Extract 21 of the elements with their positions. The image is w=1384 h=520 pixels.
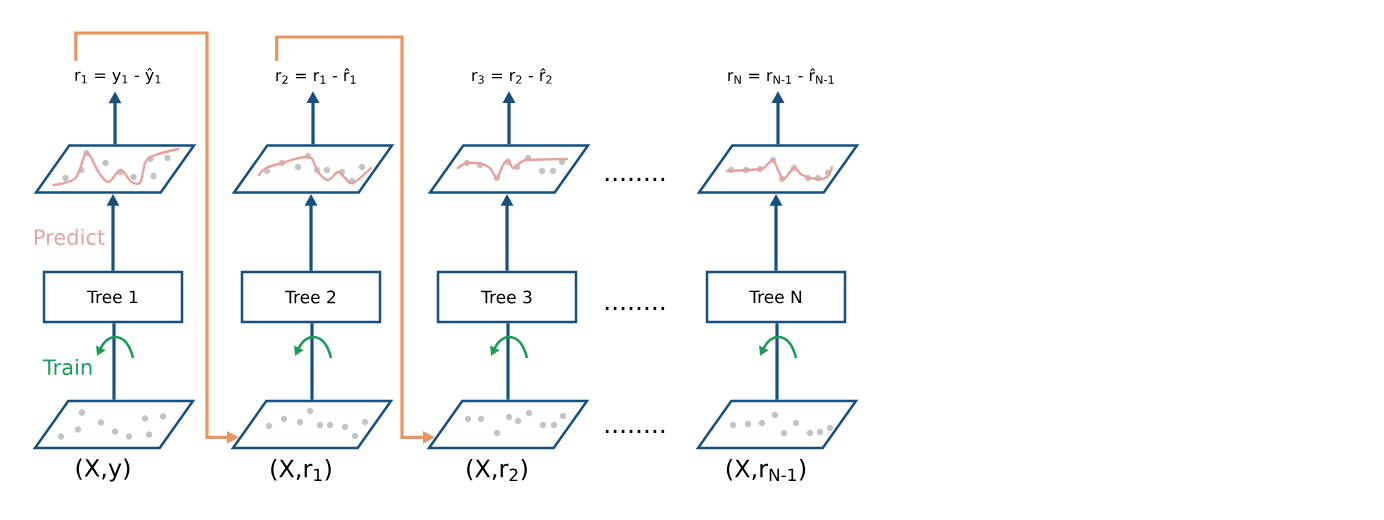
ellipsis: ........ xyxy=(605,429,665,433)
residual-formula: r$_{2}$ = r$_{1}$ - r̂$_{1}$ xyxy=(276,68,356,84)
dataset-label: (X,y) xyxy=(76,458,130,482)
tree-box: Tree 1 xyxy=(42,270,184,324)
ellipsis: ........ xyxy=(605,177,665,181)
connector-line xyxy=(506,323,510,400)
connector-line xyxy=(310,323,314,400)
connector-line xyxy=(112,323,116,400)
tree-box: Tree 2 xyxy=(240,270,382,324)
dataset-label: (X,r$_{1}$) xyxy=(271,459,331,481)
step-label: Train xyxy=(42,358,92,376)
dataset-label: (X,r$_{2}$) xyxy=(467,458,527,482)
connector-line xyxy=(775,323,779,400)
residual-formula: r$_{3}$ = r$_{2}$ - r̂$_{2}$ xyxy=(472,68,552,84)
residual-formula: r$_{1}$ = y$_{1}$ - ŷ$_{1}$ xyxy=(75,67,161,85)
tree-box: Tree 3 xyxy=(436,270,578,324)
residual-formula: r$_{N}$ = r$_{N-1}$ - r̂$_{N-1}$ xyxy=(728,68,834,84)
step-label: Predict xyxy=(34,228,105,246)
tree-box: Tree N xyxy=(705,270,847,324)
dataset-label: (X,r$_{N-1}$) xyxy=(726,459,806,481)
ellipsis: ........ xyxy=(605,306,665,310)
